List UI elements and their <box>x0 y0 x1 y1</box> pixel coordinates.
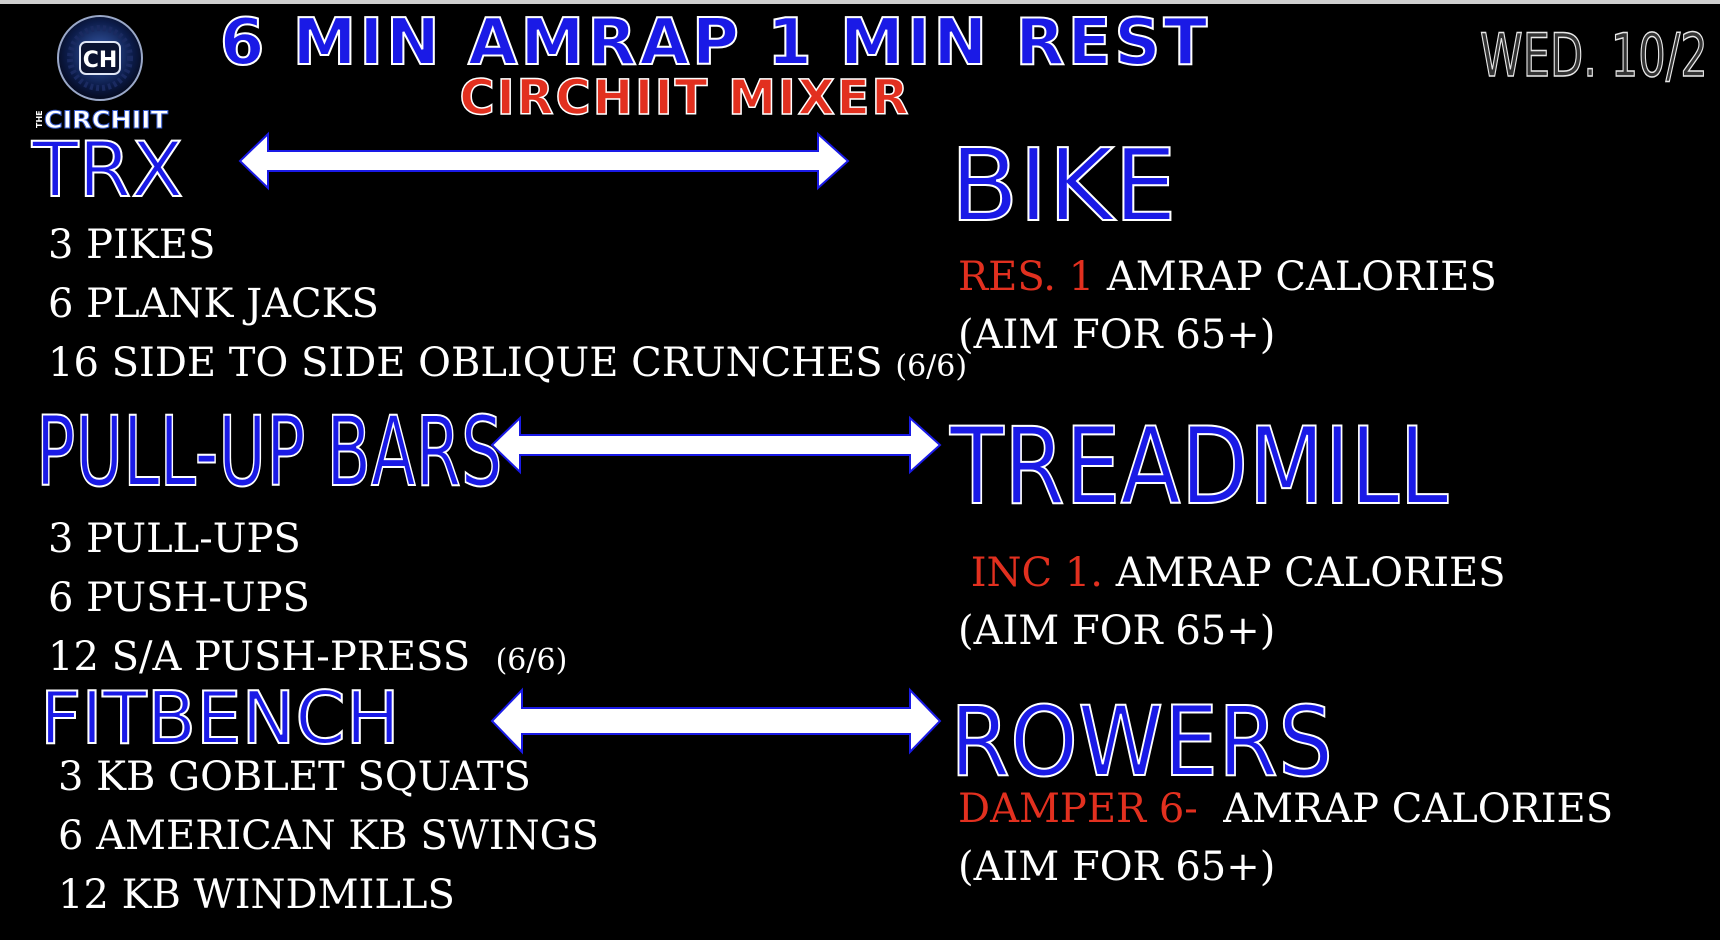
station-pullup-title: PULL-UP BARS <box>35 396 503 508</box>
list-item: 3 KB GOBLET SQUATS <box>58 754 531 800</box>
bike-goal: (AIM FOR 65+) <box>958 312 1276 358</box>
list-item: 6 AMERICAN KB SWINGS <box>58 813 599 859</box>
station-bike-title: BIKE <box>949 127 1178 244</box>
bike-task: AMRAP CALORIES <box>1094 254 1497 300</box>
logo-icon: CH THE CIRCHIIT <box>34 14 174 135</box>
treadmill-task: AMRAP CALORIES <box>1103 550 1506 596</box>
station-fitbench-title: FITBENCH <box>39 676 401 760</box>
fitbench-exercise-list: 3 KB GOBLET SQUATS 6 AMERICAN KB SWINGS … <box>58 748 599 925</box>
exercise-text: 16 SIDE TO SIDE OBLIQUE CRUNCHES <box>48 340 883 386</box>
list-item: 12 S/A PUSH-PRESS (6/6) <box>48 628 567 687</box>
rowers-goal: (AIM FOR 65+) <box>958 844 1276 890</box>
logo-the: THE <box>35 110 44 128</box>
exercise-note: (6/6) <box>495 643 568 678</box>
treadmill-setting: INC 1. <box>970 550 1104 596</box>
exercise-note: (6/6) <box>895 349 968 384</box>
rowers-instructions: DAMPER 6- AMRAP CALORIES (AIM FOR 65+) <box>958 780 1613 896</box>
workout-date: WED. 10/2 <box>1479 21 1708 91</box>
double-arrow-icon <box>490 415 942 475</box>
list-item: 3 PIKES <box>48 222 216 268</box>
treadmill-goal: (AIM FOR 65+) <box>958 608 1276 654</box>
double-arrow-icon <box>490 687 942 755</box>
list-item: 6 PLANK JACKS <box>48 281 379 327</box>
workout-title: 6 MIN AMRAP 1 MIN REST <box>219 5 1211 81</box>
list-item: 6 PUSH-UPS <box>48 575 310 621</box>
workout-subtitle: CIRCHIIT MIXER <box>459 69 911 127</box>
trx-exercise-list: 3 PIKES 6 PLANK JACKS 16 SIDE TO SIDE OB… <box>48 216 967 393</box>
station-trx-title: TRX <box>31 125 184 214</box>
top-border <box>0 0 1720 4</box>
rowers-setting: DAMPER 6- <box>958 786 1198 832</box>
list-item: 16 SIDE TO SIDE OBLIQUE CRUNCHES (6/6) <box>48 334 967 393</box>
station-rowers-title: ROWERS <box>949 686 1334 798</box>
logo-text: CIRCHIIT <box>44 106 169 134</box>
bike-setting: RES. 1 <box>958 254 1095 300</box>
double-arrow-icon <box>238 131 850 191</box>
list-item: 3 PULL-UPS <box>48 516 301 562</box>
treadmill-instructions: INC 1. AMRAP CALORIES (AIM FOR 65+) <box>958 544 1506 660</box>
pullup-exercise-list: 3 PULL-UPS 6 PUSH-UPS 12 S/A PUSH-PRESS … <box>48 510 567 687</box>
logo-monogram: CH <box>83 48 118 73</box>
station-treadmill-title: TREADMILL <box>949 405 1449 528</box>
rowers-task: AMRAP CALORIES <box>1197 786 1614 832</box>
exercise-text: 12 S/A PUSH-PRESS <box>48 634 471 680</box>
bike-instructions: RES. 1 AMRAP CALORIES (AIM FOR 65+) <box>958 248 1497 364</box>
list-item: 12 KB WINDMILLS <box>58 872 455 918</box>
